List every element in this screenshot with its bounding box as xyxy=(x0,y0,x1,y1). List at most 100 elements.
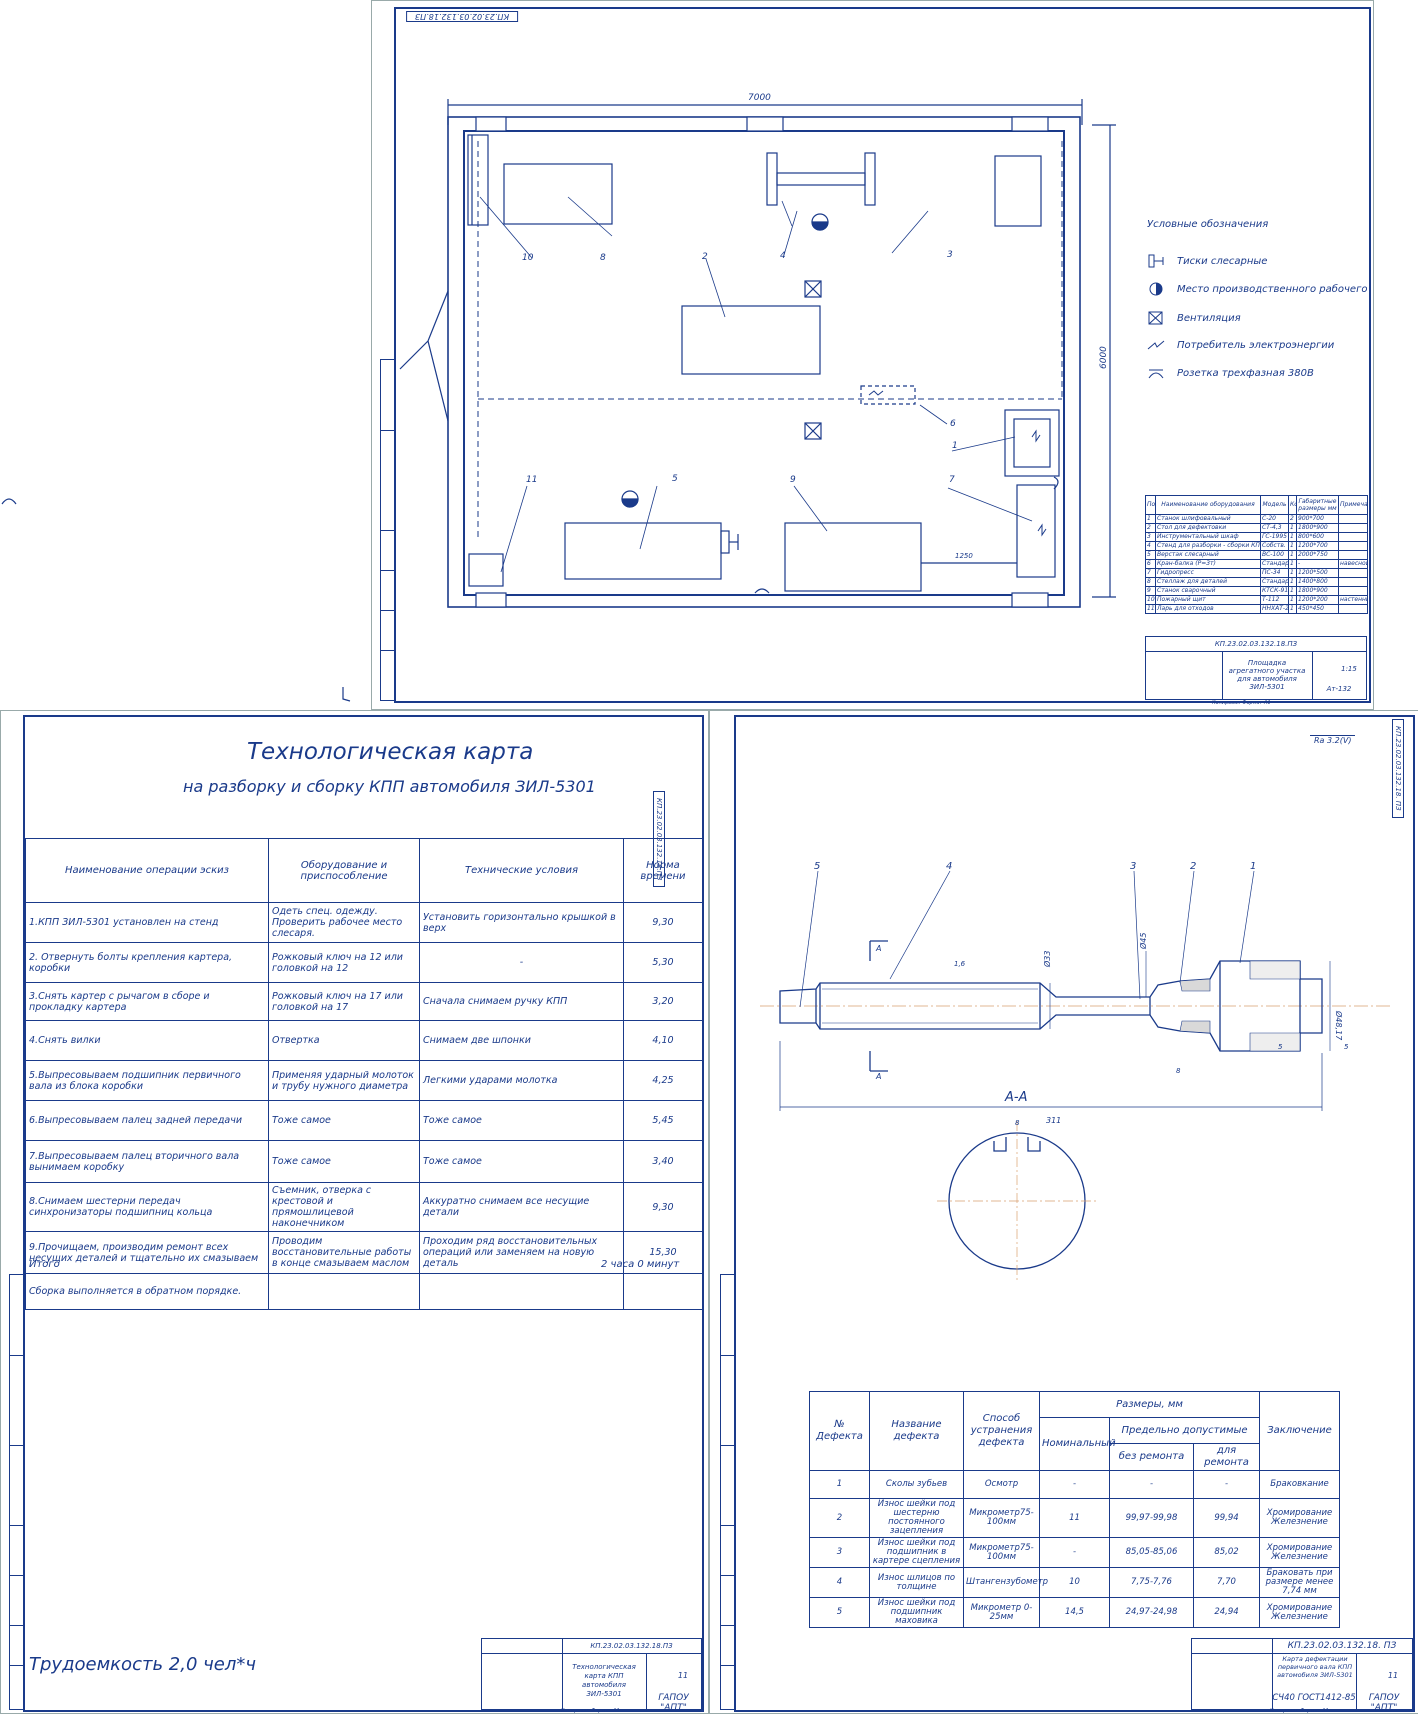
layout-stamp-code: КП.23.02.03.132.18.ПЗ xyxy=(1214,640,1298,648)
defect-stamp-name: Карта дефектации первичного вала КПП авт… xyxy=(1277,1655,1353,1679)
tech-card-frame xyxy=(23,715,704,1712)
tech-total-label: Итого xyxy=(29,1259,60,1270)
layout-format-line: Копировал Формат А1 xyxy=(1212,700,1271,706)
item-label-3: 3 xyxy=(947,250,953,260)
tech-title: Технологическая карта xyxy=(247,739,534,765)
tech-row: 2. Отвернуть болты крепления картера, ко… xyxy=(25,942,703,983)
defect-table: № Дефекта Название дефекта Способ устран… xyxy=(809,1391,1341,1628)
section-mark-top: A xyxy=(875,944,881,953)
defect-title-block: КП.23.02.03.132.18. ПЗ Карта дефектации … xyxy=(1191,1638,1413,1713)
layout-frame xyxy=(394,7,1371,703)
power-consumer-icon xyxy=(1147,340,1165,350)
spec-header-row: Поз Наименование оборудования Модель Кол… xyxy=(1145,495,1368,515)
tech-subtitle: на разборку и сборку КПП автомобиля ЗИЛ-… xyxy=(183,777,596,796)
tech-total-value: 2 часа 0 минут xyxy=(601,1259,680,1270)
power-icon xyxy=(1031,429,1041,443)
item-label-11: 11 xyxy=(526,475,537,485)
item-10-fire-shield xyxy=(467,134,489,226)
tech-stamp-org: ГАПОУ "АПТ" xyxy=(658,1693,689,1713)
item-4-stand xyxy=(776,172,866,186)
callout-2: 2 xyxy=(1190,861,1196,872)
three-phase-socket-icon xyxy=(1148,369,1164,379)
legend-item-ventilation: Вентиляция xyxy=(1147,310,1241,326)
dim-length: 311 xyxy=(1046,1116,1061,1125)
stray-mark xyxy=(342,687,351,702)
legend-item-vise: Тиски слесарные xyxy=(1147,253,1267,269)
power-icon xyxy=(1037,523,1047,537)
legend-item-socket: Розетка трехфазная 380В xyxy=(1147,365,1314,381)
item-2-defect-table xyxy=(681,305,821,375)
ventilation-icon xyxy=(1148,311,1163,325)
dim-1250-label: 1250 xyxy=(955,552,973,560)
power-icon xyxy=(868,390,884,396)
defect-card-sheet: КП.23.02.03.132.18. ПЗ Ra 3.2(V) xyxy=(709,710,1418,1714)
dim-d45: Ø45 xyxy=(1138,933,1148,950)
layout-stamp-group: Ат-132 xyxy=(1326,685,1352,693)
legend-title: Условные обозначения xyxy=(1147,219,1269,230)
dim-d33: Ø33 xyxy=(1042,951,1052,968)
tech-side-strip xyxy=(9,1274,25,1710)
tech-card-sheet: КП.23.02.03.132.18.ПЗ Технологическая ка… xyxy=(0,710,709,1714)
tech-row: 8.Снимаем шестерни передач синхронизатор… xyxy=(25,1182,703,1232)
ventilation-icon xyxy=(804,280,822,298)
dim-r16: 1,6 xyxy=(954,960,966,968)
item-1-grinder xyxy=(1004,409,1060,477)
item-label-8: 8 xyxy=(600,253,606,263)
callout-3: 3 xyxy=(1130,861,1136,872)
shaft-drawing: 5 4 3 2 1 311 Ø33 Ø45 Ø48,17 8 1,6 5 5 A… xyxy=(760,861,1390,1281)
tech-row: 5.Выпресовываем подшипник первичного вал… xyxy=(25,1060,703,1101)
item-4-stand-end xyxy=(766,152,778,206)
inner-wall xyxy=(463,130,1065,596)
layout-title-block: КП.23.02.03.132.18.ПЗ Площадка агрегатно… xyxy=(1145,636,1367,700)
item-label-6: 6 xyxy=(950,419,956,429)
socket-icon xyxy=(754,588,770,594)
layout-side-strip xyxy=(380,359,396,701)
legend-item-power: Потребитель электроэнергии xyxy=(1147,337,1334,353)
tech-stamp-code: КП.23.02.03.132.18.ПЗ xyxy=(590,1642,673,1650)
roughness-mark: Ra 3.2(V) xyxy=(1310,735,1356,745)
tech-title-block: КП.23.02.03.132.18.ПЗ Технологическая ка… xyxy=(481,1638,702,1713)
dim-width-label: 7000 xyxy=(748,93,771,103)
defect-format-line: Копировал Формат А1 xyxy=(1270,1708,1329,1714)
section-mark-bottom: A xyxy=(875,1072,881,1081)
layout-stamp-scale: 1:15 xyxy=(1341,665,1357,673)
tech-header-row: Наименование операции эскиз Оборудование… xyxy=(25,838,703,903)
ventilation-icon xyxy=(804,422,822,440)
tech-row: 7.Выпресовываем палец вторичного вала вы… xyxy=(25,1140,703,1183)
item-11-waste-bin xyxy=(468,553,504,587)
section-title: А-А xyxy=(1004,1090,1027,1105)
defect-side-strip xyxy=(720,1274,736,1710)
item-label-9: 9 xyxy=(790,475,796,485)
item-5-workbench xyxy=(564,522,722,580)
item-9-welding xyxy=(784,522,922,592)
legend-item-worker: Место производственного рабочего xyxy=(1147,281,1367,297)
worker-place-icon xyxy=(1149,282,1163,296)
tech-row: 3.Снять картер с рычагом в сборе и прокл… xyxy=(25,982,703,1021)
tech-format-line: Копировал Формат А1 xyxy=(561,1708,620,1714)
defect-stamp-org: ГАПОУ "АПТ" xyxy=(1368,1693,1400,1713)
dim-d48: Ø48,17 xyxy=(1334,1010,1344,1041)
socket-icon xyxy=(1053,476,1059,490)
defect-header-row-2: Номинальный Предельно допустимые xyxy=(810,1417,1340,1471)
tech-labor: Трудоемкость 2,0 чел*ч xyxy=(29,1654,256,1675)
defect-stamp-material: СЧ40 ГОСТ1412-85 xyxy=(1272,1693,1356,1703)
tech-operations-table: Наименование операции эскиз Оборудование… xyxy=(25,838,703,1310)
item-label-2: 2 xyxy=(702,252,708,262)
